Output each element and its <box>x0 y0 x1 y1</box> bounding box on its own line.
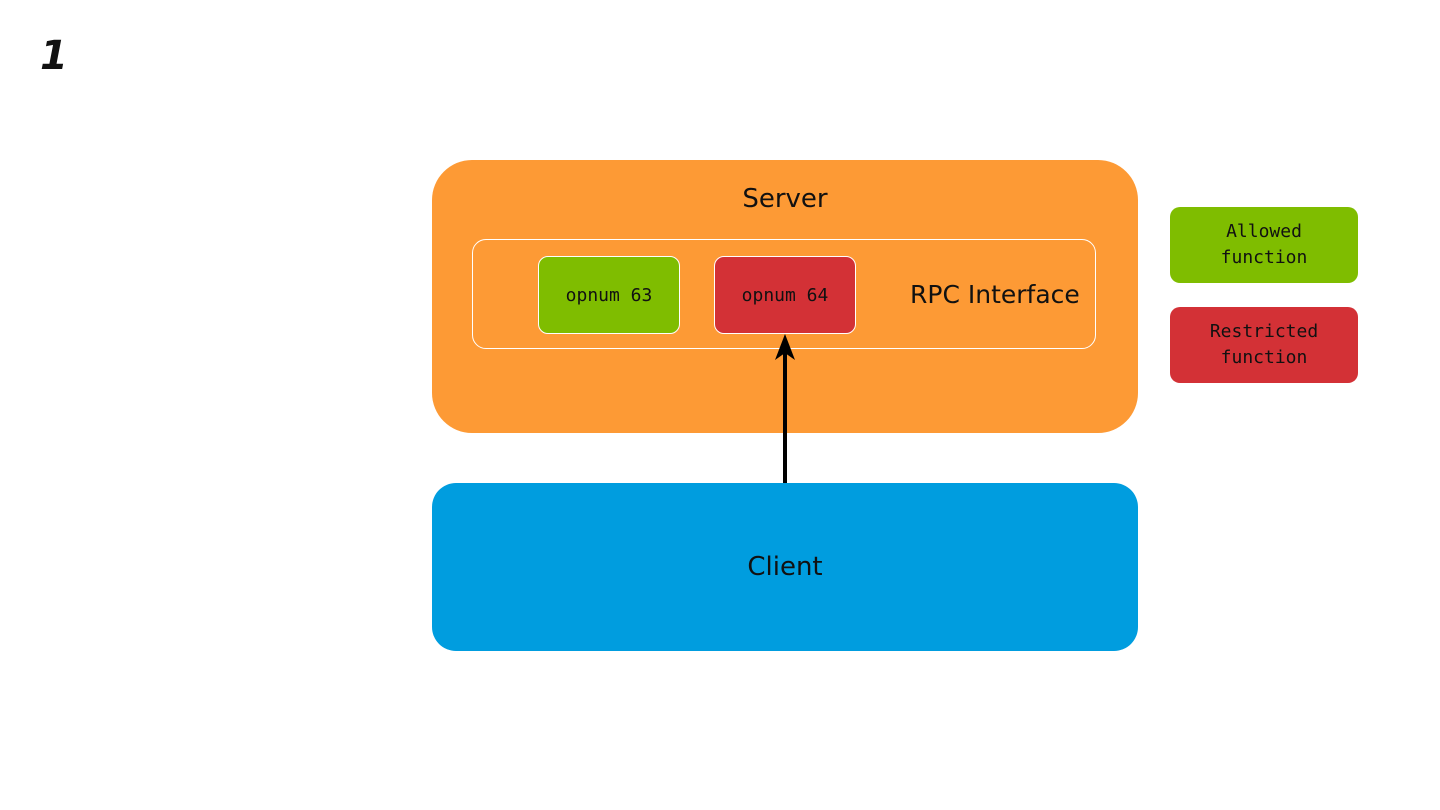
function-opnum-64-label: opnum 64 <box>741 284 829 306</box>
server-title: Server <box>742 184 828 214</box>
arrow-head <box>775 334 795 360</box>
legend-allowed-line2: function <box>1220 247 1308 268</box>
client-to-opnum-64-arrow <box>775 334 795 483</box>
function-opnum-64: opnum 64 <box>714 256 856 334</box>
function-opnum-63-label: opnum 63 <box>565 284 653 306</box>
function-opnum-63: opnum 63 <box>538 256 680 334</box>
client-label: Client <box>747 552 823 582</box>
step-number: 1 <box>40 33 68 79</box>
legend-allowed-line1: Allowed <box>1226 220 1302 242</box>
legend-restricted: Restricted function <box>1170 307 1358 383</box>
legend-allowed: Allowed function <box>1170 207 1358 283</box>
client-box: Client <box>432 483 1138 651</box>
rpc-interface-label: RPC Interface <box>910 280 1080 309</box>
legend-restricted-line2: function <box>1220 347 1308 368</box>
legend-restricted-line1: Restricted <box>1209 320 1319 342</box>
